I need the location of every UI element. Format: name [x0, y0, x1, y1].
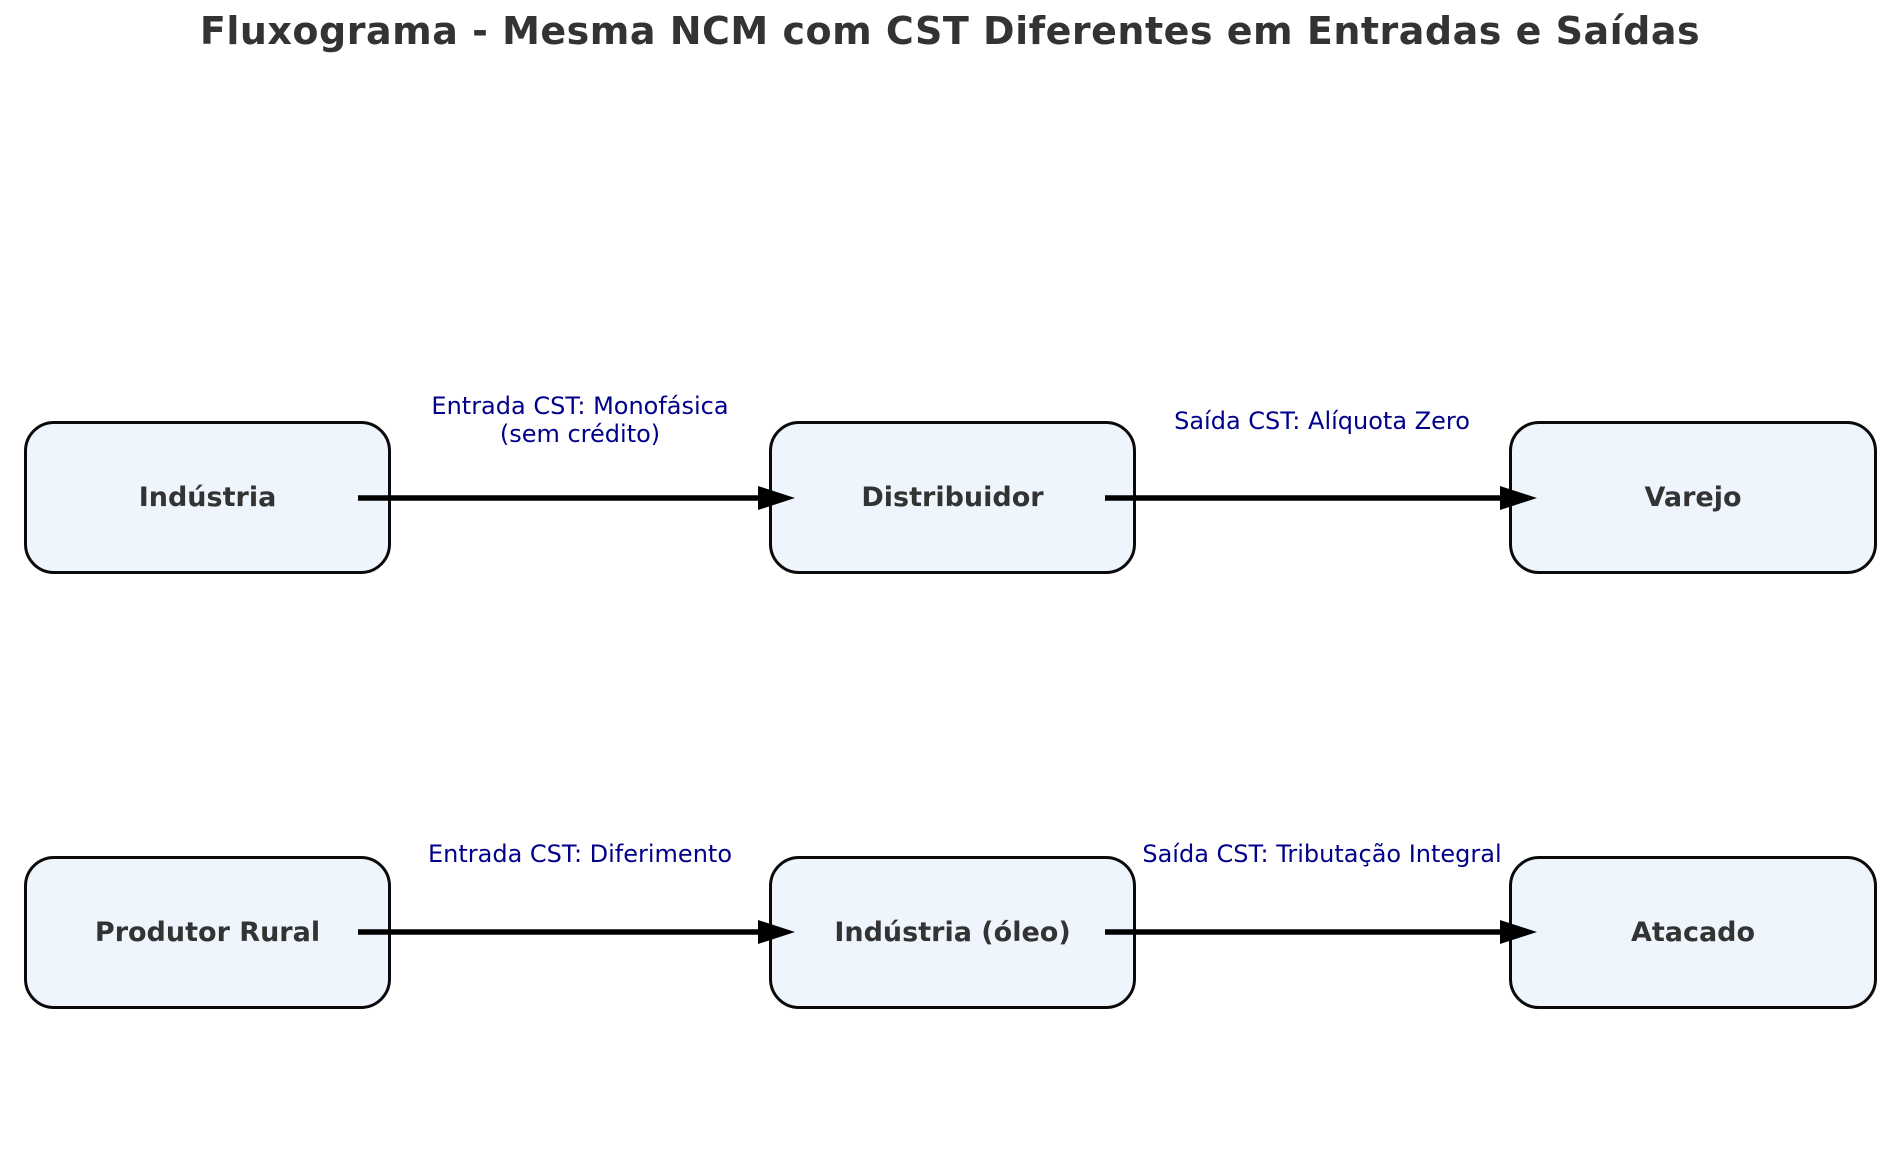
diagram-title: Fluxograma - Mesma NCM com CST Diferente… — [199, 9, 1701, 53]
arrow-industria-oleo-to-atacado — [1105, 920, 1537, 944]
node-industria-oleo-label: Indústria (óleo) — [834, 917, 1071, 948]
edge-label-entrada-diferimento: Entrada CST: Diferimento — [427, 840, 733, 868]
node-atacado: Atacado — [1509, 856, 1877, 1009]
node-distribuidor: Distribuidor — [769, 421, 1136, 574]
node-varejo: Varejo — [1509, 421, 1877, 574]
edge-label-entrada-monofasica: Entrada CST: Monofásica (sem crédito) — [431, 392, 729, 448]
node-produtor-rural: Produtor Rural — [24, 856, 391, 1009]
node-distribuidor-label: Distribuidor — [861, 482, 1044, 513]
arrow-distribuidor-to-varejo — [1105, 486, 1537, 510]
node-industria-oleo: Indústria (óleo) — [769, 856, 1136, 1009]
arrow-industria-to-distribuidor — [358, 486, 795, 510]
node-varejo-label: Varejo — [1644, 482, 1742, 513]
node-industria-label: Indústria — [138, 482, 277, 513]
edge-label-saida-tributacao-integral: Saída CST: Tributação Integral — [1142, 840, 1502, 868]
node-industria: Indústria — [24, 421, 391, 574]
node-produtor-rural-label: Produtor Rural — [94, 917, 321, 948]
arrow-produtor-rural-to-industria-oleo — [358, 920, 795, 944]
edge-label-saida-aliquota-zero: Saída CST: Alíquota Zero — [1174, 407, 1470, 435]
node-atacado-label: Atacado — [1630, 917, 1756, 948]
